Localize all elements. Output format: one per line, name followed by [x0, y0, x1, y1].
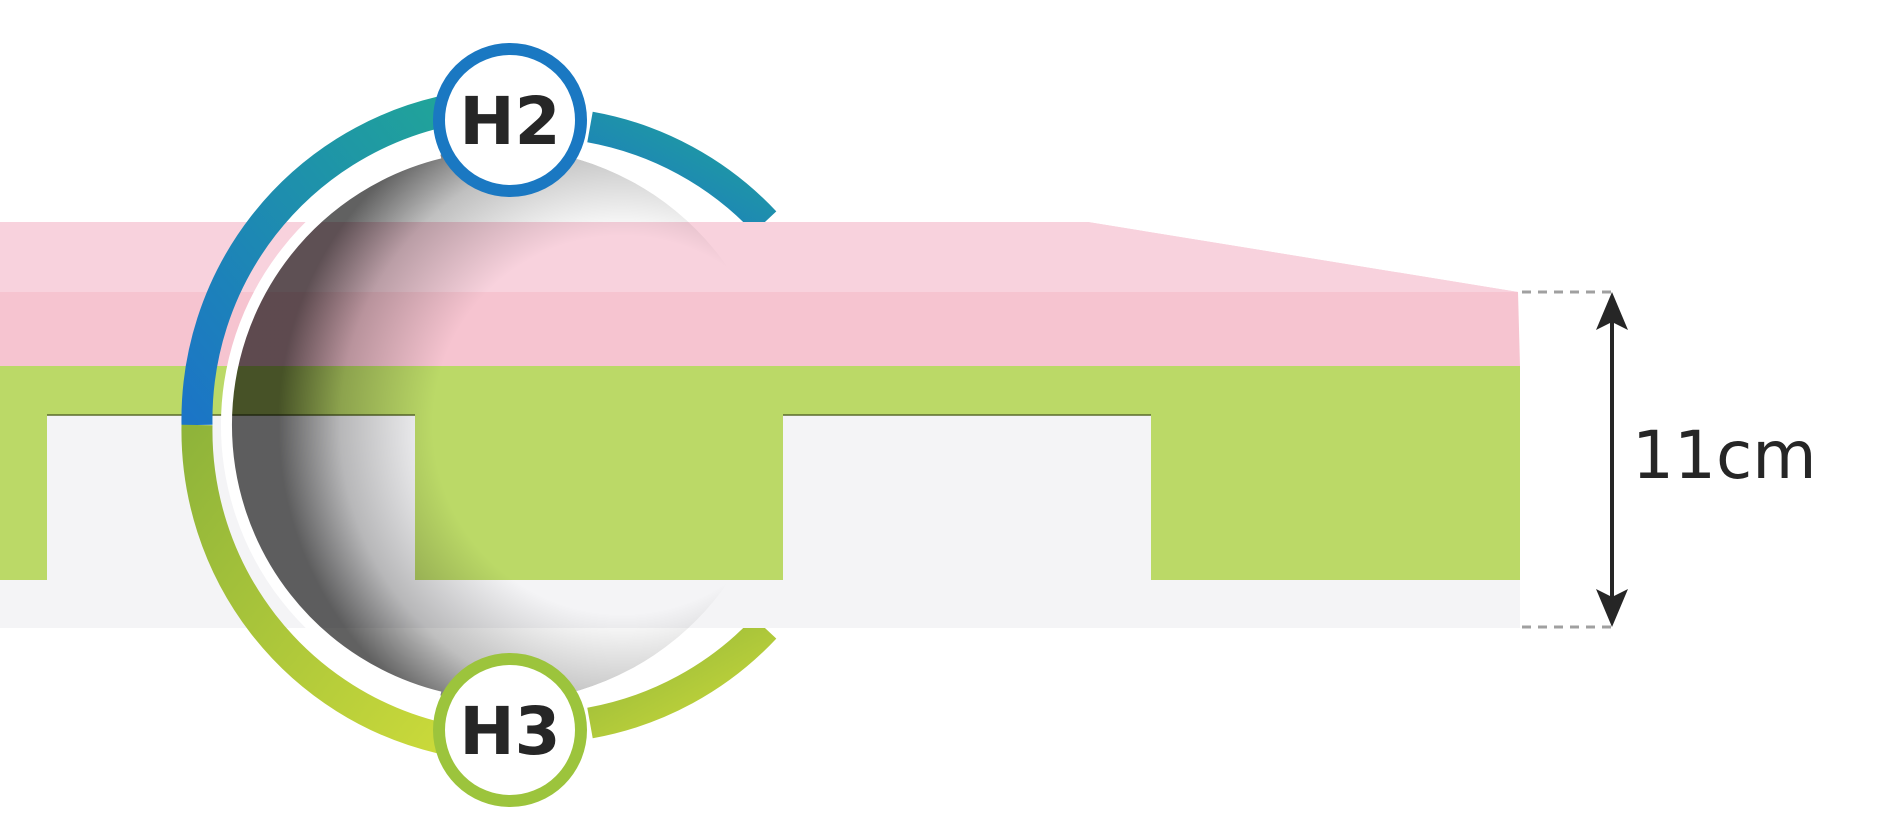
dimension-label: 11cm	[1632, 417, 1817, 494]
badge-h3-circle	[433, 653, 587, 807]
arrow-down-icon	[1596, 589, 1628, 627]
arrow-up-icon	[1596, 292, 1628, 330]
badge-h3: H3	[433, 653, 587, 807]
badge-h3-label: H3	[459, 693, 560, 770]
badge-h2-circle	[433, 43, 587, 197]
badge-h2: H2	[433, 43, 587, 197]
ring-lower-left-arc	[181, 424, 444, 754]
core-cutout-2	[783, 415, 1151, 580]
ring-hole-shade	[223, 148, 777, 702]
ring-inner-edge	[220, 147, 442, 703]
ring-lower-right-arc	[587, 617, 777, 739]
badge-h2-label: H2	[459, 83, 560, 160]
ring-upper-left-arc	[181, 96, 444, 426]
height-dimension: 11cm	[1522, 290, 1817, 629]
ring-upper-right-arc	[587, 111, 777, 233]
